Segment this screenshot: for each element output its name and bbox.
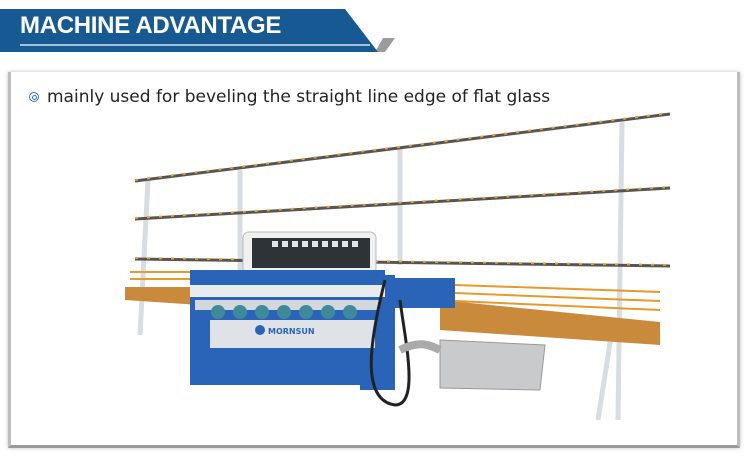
brand-logo: MORNSUN [268, 327, 315, 336]
feature-text: mainly used for beveling the straight li… [47, 87, 551, 107]
bullet-icon [29, 92, 39, 102]
section-banner [0, 9, 395, 52]
section-title: MACHINE ADVANTAGE [20, 12, 282, 39]
feature-item: mainly used for beveling the straight li… [29, 87, 550, 107]
